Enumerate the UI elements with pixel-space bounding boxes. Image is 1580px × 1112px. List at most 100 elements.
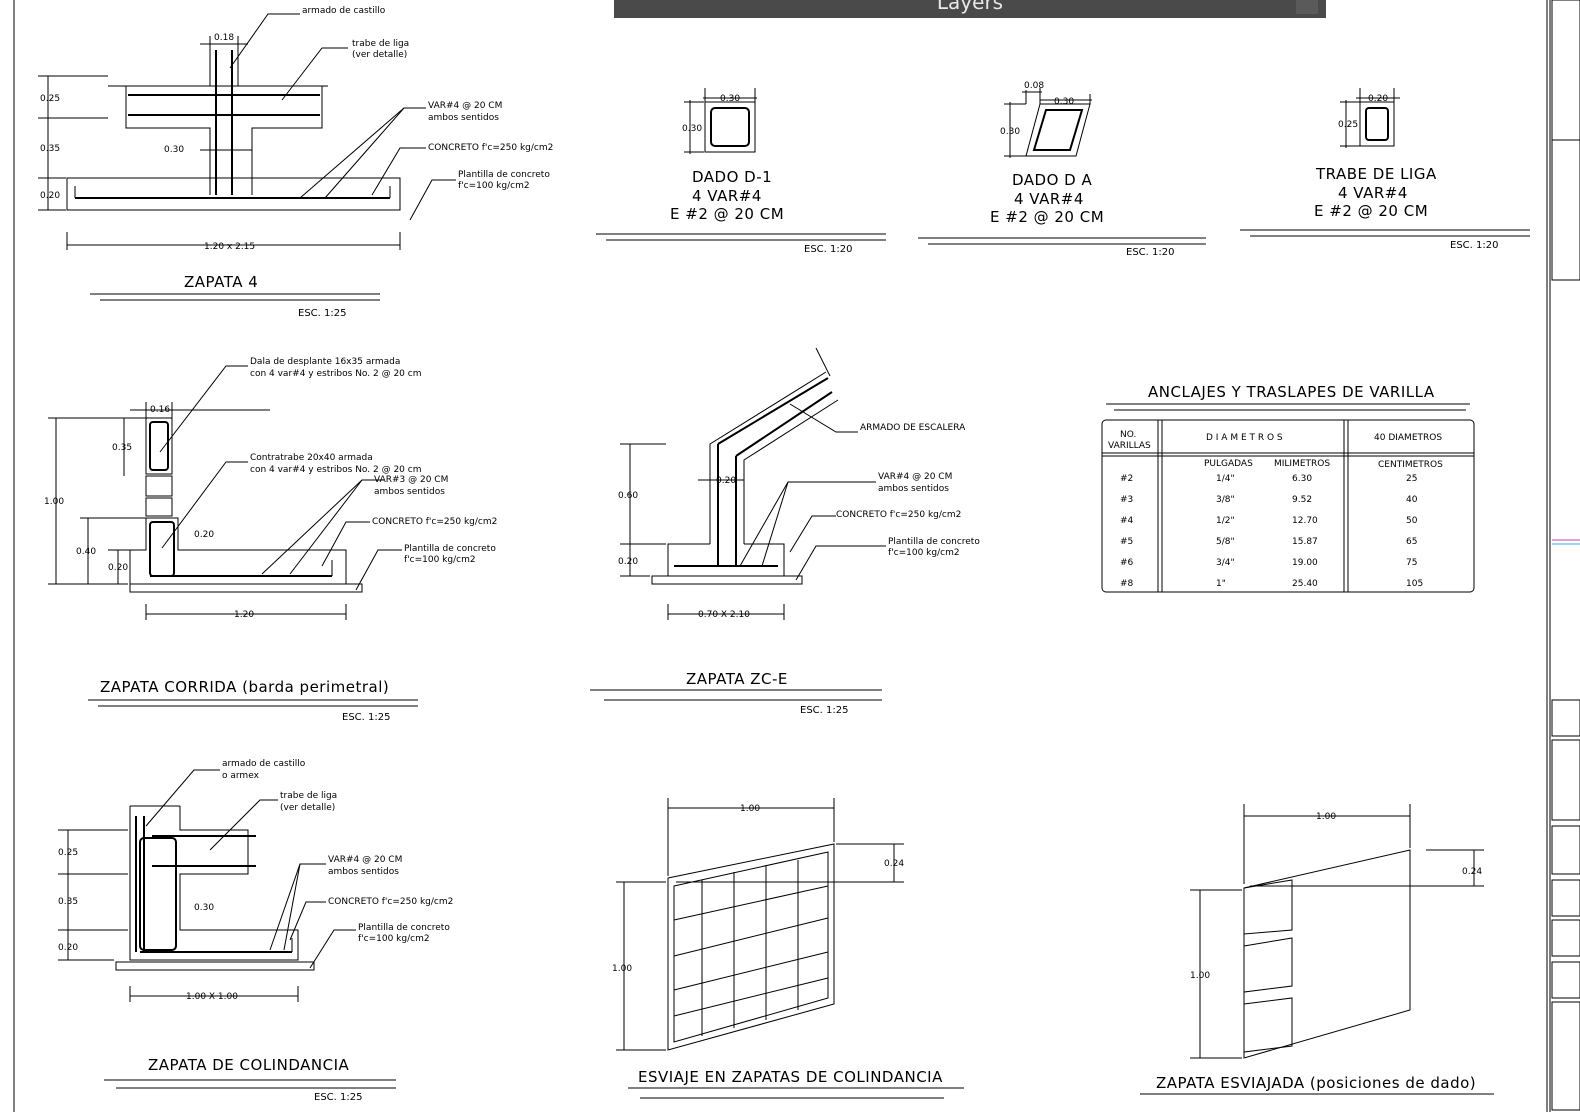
- anclajes-cell-cm: 50: [1406, 516, 1418, 526]
- colin-note-var: VAR#4 @ 20 CM: [328, 855, 402, 865]
- anclajes-cell-pulg: 1/4": [1216, 474, 1235, 484]
- zapata4-dim-base: 1.20 x 2.15: [204, 242, 255, 252]
- zapata4-dim-h2: 0.35: [40, 144, 60, 154]
- anclajes-cell-no: #4: [1120, 516, 1134, 526]
- zce-dim-w: 0.20: [716, 476, 736, 486]
- anclajes-header-centimetros: CENTIMETROS: [1378, 460, 1443, 470]
- layers-panel-titlebar[interactable]: Layers: [614, 0, 1326, 18]
- zapata4-dim-h3: 0.20: [40, 191, 60, 201]
- zapata4-note-trabe: trabe de liga: [352, 39, 409, 49]
- anclajes-title: ANCLAJES Y TRASLAPES DE VARILLA: [1148, 383, 1435, 401]
- zce-note-var: VAR#4 @ 20 CM: [878, 472, 952, 482]
- zapata4-dim-h1: 0.25: [40, 94, 60, 104]
- dado-da-label-2: 4 VAR#4: [1014, 190, 1084, 208]
- anclajes-cell-mm: 19.00: [1292, 558, 1318, 568]
- zc-dim-a: 0.35: [112, 443, 132, 453]
- anclajes-header-diametros: D I A M E T R O S: [1206, 433, 1283, 443]
- trabe-liga-label-1: TRABE DE LIGA: [1315, 165, 1437, 183]
- zc-note-contra-2: con 4 var#4 y estribos No. 2 @ 20 cm: [250, 465, 421, 475]
- detail-zapata-esviajada: 1.00 1.00 0.24 ZAPATA ESVIAJADA (posicio…: [1140, 804, 1494, 1095]
- colin-note-plantilla-2: f'c=100 kg/cm2: [358, 934, 430, 944]
- detail-zapata-colindancia: 0.25 0.35 0.20 0.30 1.00 X 1.00 armado d…: [58, 759, 453, 1103]
- zc-note-plantilla: Plantilla de concreto: [404, 544, 496, 554]
- trabe-liga-label-3: E #2 @ 20 CM: [1314, 202, 1428, 220]
- zc-title: ZAPATA CORRIDA (barda perimetral): [100, 678, 389, 696]
- dado-d1-label-3: E #2 @ 20 CM: [670, 205, 784, 223]
- zc-note-dala-2: con 4 var#4 y estribos No. 2 @ 20 cm: [250, 369, 421, 379]
- dado-d1-dim-h: 0.30: [682, 124, 702, 134]
- zapata4-note-var: VAR#4 @ 20 CM: [428, 101, 502, 111]
- trabe-liga-dim-w: 0.20: [1368, 94, 1388, 104]
- zc-dim-base: 1.20: [234, 610, 254, 620]
- colin-scale: ESC. 1:25: [314, 1092, 362, 1103]
- dado-da-label-1: DADO D A: [1012, 171, 1092, 189]
- zce-note-var-2: ambos sentidos: [878, 484, 949, 494]
- esviajada-title: ZAPATA ESVIAJADA (posiciones de dado): [1156, 1074, 1476, 1092]
- colin-note-var-2: ambos sentidos: [328, 867, 399, 877]
- zapata4-note-concreto: CONCRETO f'c=250 kg/cm2: [428, 143, 553, 153]
- zapata4-note-trabe-2: (ver detalle): [352, 50, 407, 60]
- zce-note-concreto: CONCRETO f'c=250 kg/cm2: [836, 510, 961, 520]
- anclajes-cell-pulg: 1/2": [1216, 516, 1235, 526]
- anclajes-table: ANCLAJES Y TRASLAPES DE VARILLA NO. VARI…: [1101, 383, 1475, 593]
- zc-note-plantilla-2: f'c=100 kg/cm2: [404, 555, 476, 565]
- esviajada-dim-w: 1.00: [1316, 812, 1336, 822]
- dado-d1-dim-w: 0.30: [720, 94, 740, 104]
- colin-dim-inner: 0.30: [194, 903, 214, 913]
- colin-note-concreto: CONCRETO f'c=250 kg/cm2: [328, 897, 453, 907]
- dado-d1-label-1: DADO D-1: [692, 168, 772, 186]
- zapata4-dim-top: 0.18: [214, 33, 234, 43]
- esviajada-dim-off: 0.24: [1462, 867, 1482, 877]
- dado-da-label-3: E #2 @ 20 CM: [990, 208, 1104, 226]
- anclajes-cell-pulg: 3/4": [1216, 558, 1235, 568]
- layers-panel-title: Layers: [936, 0, 1004, 14]
- zce-dim-a: 0.60: [618, 491, 638, 501]
- zapata4-dim-inner: 0.30: [164, 145, 184, 155]
- colin-dim-a: 0.25: [58, 848, 78, 858]
- zce-note-escalera: ARMADO DE ESCALERA: [860, 423, 966, 433]
- anclajes-cell-mm: 25.40: [1292, 579, 1318, 589]
- anclajes-header-no: NO.: [1120, 430, 1136, 440]
- esviaje-title: ESVIAJE EN ZAPATAS DE COLINDANCIA: [638, 1068, 943, 1086]
- zc-note-var-2: ambos sentidos: [374, 487, 445, 497]
- detail-zapata-4: 0.18 0.25 0.35 0.20 0.30 1.20 x 2.15 arm…: [38, 6, 553, 319]
- esviaje-dim-h: 1.00: [612, 964, 632, 974]
- esviaje-dim-w: 1.00: [740, 804, 760, 814]
- layers-panel-close-button[interactable]: [1296, 0, 1318, 14]
- title-block-strip: [1551, 0, 1580, 1111]
- dado-d1-scale: ESC. 1:20: [804, 244, 852, 255]
- colin-note-castillo-2: o armex: [222, 771, 260, 781]
- zc-note-concreto: CONCRETO f'c=250 kg/cm2: [372, 517, 497, 527]
- zc-dim-total: 1.00: [44, 497, 64, 507]
- zc-note-dala: Dala de desplante 16x35 armada: [250, 357, 400, 367]
- trabe-liga-label-2: 4 VAR#4: [1338, 184, 1408, 202]
- anclajes-cell-cm: 75: [1406, 558, 1417, 568]
- colin-title: ZAPATA DE COLINDANCIA: [148, 1056, 349, 1074]
- anclajes-header-pulgadas: PULGADAS: [1204, 459, 1253, 469]
- zce-dim-base: 0.70 X 2.10: [698, 610, 750, 620]
- anclajes-cell-mm: 9.52: [1292, 495, 1312, 505]
- anclajes-cell-mm: 15.87: [1292, 537, 1318, 547]
- detail-zapata-corrida: 0.16 0.35 1.00 0.40 0.20 0.20 1.20 Dala …: [44, 357, 497, 723]
- zapata4-title: ZAPATA 4: [184, 273, 258, 291]
- anclajes-header-40: 40 DIAMETROS: [1374, 433, 1442, 443]
- esviaje-dim-off: 0.24: [884, 859, 904, 869]
- dado-d1-label-2: 4 VAR#4: [692, 187, 762, 205]
- anclajes-cell-pulg: 5/8": [1216, 537, 1235, 547]
- anclajes-header-varillas: VARILLAS: [1108, 441, 1151, 451]
- detail-esviaje: 1.00 1.00 0.24 ESVIAJE EN ZAPATAS DE COL…: [612, 798, 964, 1099]
- zc-dim-b: 0.40: [76, 547, 96, 557]
- esviajada-dim-h: 1.00: [1190, 971, 1210, 981]
- dado-da-dim-w: 0.30: [1054, 97, 1074, 107]
- zce-scale: ESC. 1:25: [800, 705, 848, 716]
- zce-note-plantilla: Plantilla de concreto: [888, 537, 980, 547]
- zce-note-plantilla-2: f'c=100 kg/cm2: [888, 548, 960, 558]
- anclajes-cell-no: #2: [1120, 474, 1133, 484]
- zc-dim-d: 0.20: [194, 530, 214, 540]
- dado-da-scale: ESC. 1:20: [1126, 247, 1174, 258]
- dado-da-dim-h: 0.30: [1000, 127, 1020, 137]
- zc-scale: ESC. 1:25: [342, 712, 390, 723]
- anclajes-cell-no: #8: [1120, 579, 1134, 589]
